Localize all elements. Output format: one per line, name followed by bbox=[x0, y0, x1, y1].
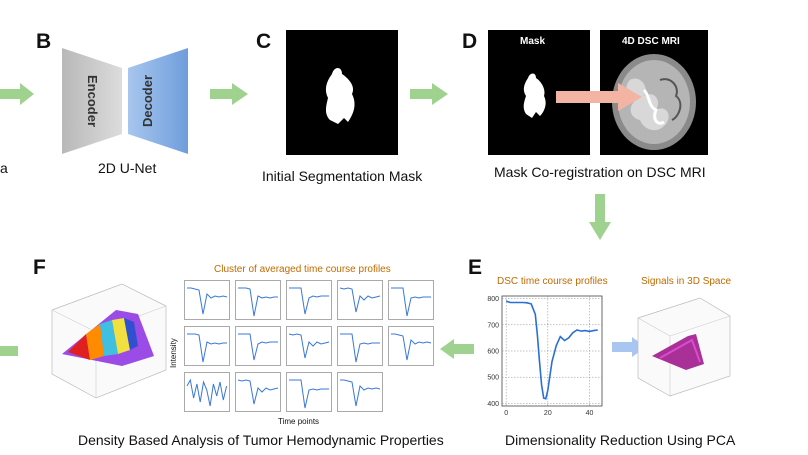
dsc-series-line bbox=[505, 300, 598, 400]
coregistration-arrow bbox=[556, 83, 642, 111]
pca-caption: Dimensionality Reduction Using PCA bbox=[505, 432, 736, 448]
cluster-profile-thumbnail bbox=[388, 326, 434, 366]
cluster-profile-thumbnail bbox=[235, 372, 281, 412]
arrow-a-to-b bbox=[0, 83, 34, 105]
arrow-e-to-f bbox=[440, 339, 474, 359]
panel-f-letter: F bbox=[33, 256, 46, 279]
cluster-profile-thumbnail bbox=[235, 280, 281, 320]
x-tick-label: 0 bbox=[504, 410, 508, 417]
profile-title: DSC time course profiles bbox=[497, 276, 608, 287]
initial-mask-image bbox=[286, 30, 398, 155]
cluster-y-label: Intensity bbox=[169, 338, 178, 368]
cluster-profile-thumbnail bbox=[235, 326, 281, 366]
cluster-profile-thumbnail bbox=[286, 326, 332, 366]
decoder-label: Decoder bbox=[140, 75, 155, 127]
panel-e-letter: E bbox=[468, 256, 483, 279]
y-tick-label: 500 bbox=[487, 375, 499, 382]
cluster-y-label-wrap: Intensity bbox=[169, 318, 183, 368]
y-tick-label: 800 bbox=[487, 296, 499, 303]
unet-caption: 2D U-Net bbox=[98, 160, 157, 176]
cluster-profile-thumbnail bbox=[286, 372, 332, 412]
density-3d-plot bbox=[51, 283, 167, 399]
decoder-block bbox=[128, 48, 188, 154]
panel-c-letter: C bbox=[256, 30, 272, 53]
unet-diagram: Encoder Decoder bbox=[62, 48, 188, 154]
panel-a-caption-fragment: a bbox=[0, 160, 8, 176]
arrow-b-to-c bbox=[210, 83, 248, 105]
dsc-profile-chart: 400 500 600 700 800 0 20 40 bbox=[487, 295, 603, 417]
arrow-d-to-e bbox=[589, 194, 611, 240]
space-title: Signals in 3D Space bbox=[641, 276, 732, 287]
signal-cloud bbox=[652, 334, 704, 370]
arrow-f-exit bbox=[0, 346, 18, 356]
coregistration-caption: Mask Co-registration on DSC MRI bbox=[494, 164, 706, 180]
dsc-mri-image: 4D DSC MRI bbox=[600, 30, 708, 155]
cluster-profile-thumbnail bbox=[337, 326, 383, 366]
cluster-profile-thumbnail bbox=[337, 280, 383, 320]
cluster-profile-thumbnail bbox=[184, 280, 230, 320]
mask-label: Mask bbox=[520, 36, 546, 47]
cluster-profile-thumbnail bbox=[286, 280, 332, 320]
encoder-label: Encoder bbox=[85, 75, 100, 127]
y-tick-label: 600 bbox=[487, 349, 499, 356]
cluster-x-label: Time points bbox=[278, 417, 320, 426]
cluster-grid bbox=[184, 280, 436, 416]
signals-3d-plot bbox=[637, 297, 731, 397]
cluster-profile-thumbnail bbox=[184, 326, 230, 366]
segmentation-caption: Initial Segmentation Mask bbox=[262, 168, 423, 184]
y-tick-label: 400 bbox=[487, 401, 499, 408]
x-tick-label: 40 bbox=[586, 410, 594, 417]
cluster-title: Cluster of averaged time course profiles bbox=[214, 264, 391, 275]
panel-d-letter: D bbox=[462, 30, 478, 53]
panel-b-letter: B bbox=[36, 30, 52, 53]
y-tick-label: 700 bbox=[487, 322, 499, 329]
x-tick-label: 20 bbox=[544, 410, 552, 417]
cluster-profile-thumbnail bbox=[184, 372, 230, 412]
mri-label: 4D DSC MRI bbox=[622, 36, 680, 47]
encoder-block bbox=[62, 48, 122, 154]
cluster-profile-thumbnail bbox=[337, 372, 383, 412]
arrow-c-to-d bbox=[410, 83, 448, 105]
density-caption: Density Based Analysis of Tumor Hemodyna… bbox=[78, 432, 444, 448]
cluster-profile-thumbnail bbox=[388, 280, 434, 320]
arrow-e-internal bbox=[612, 337, 646, 357]
